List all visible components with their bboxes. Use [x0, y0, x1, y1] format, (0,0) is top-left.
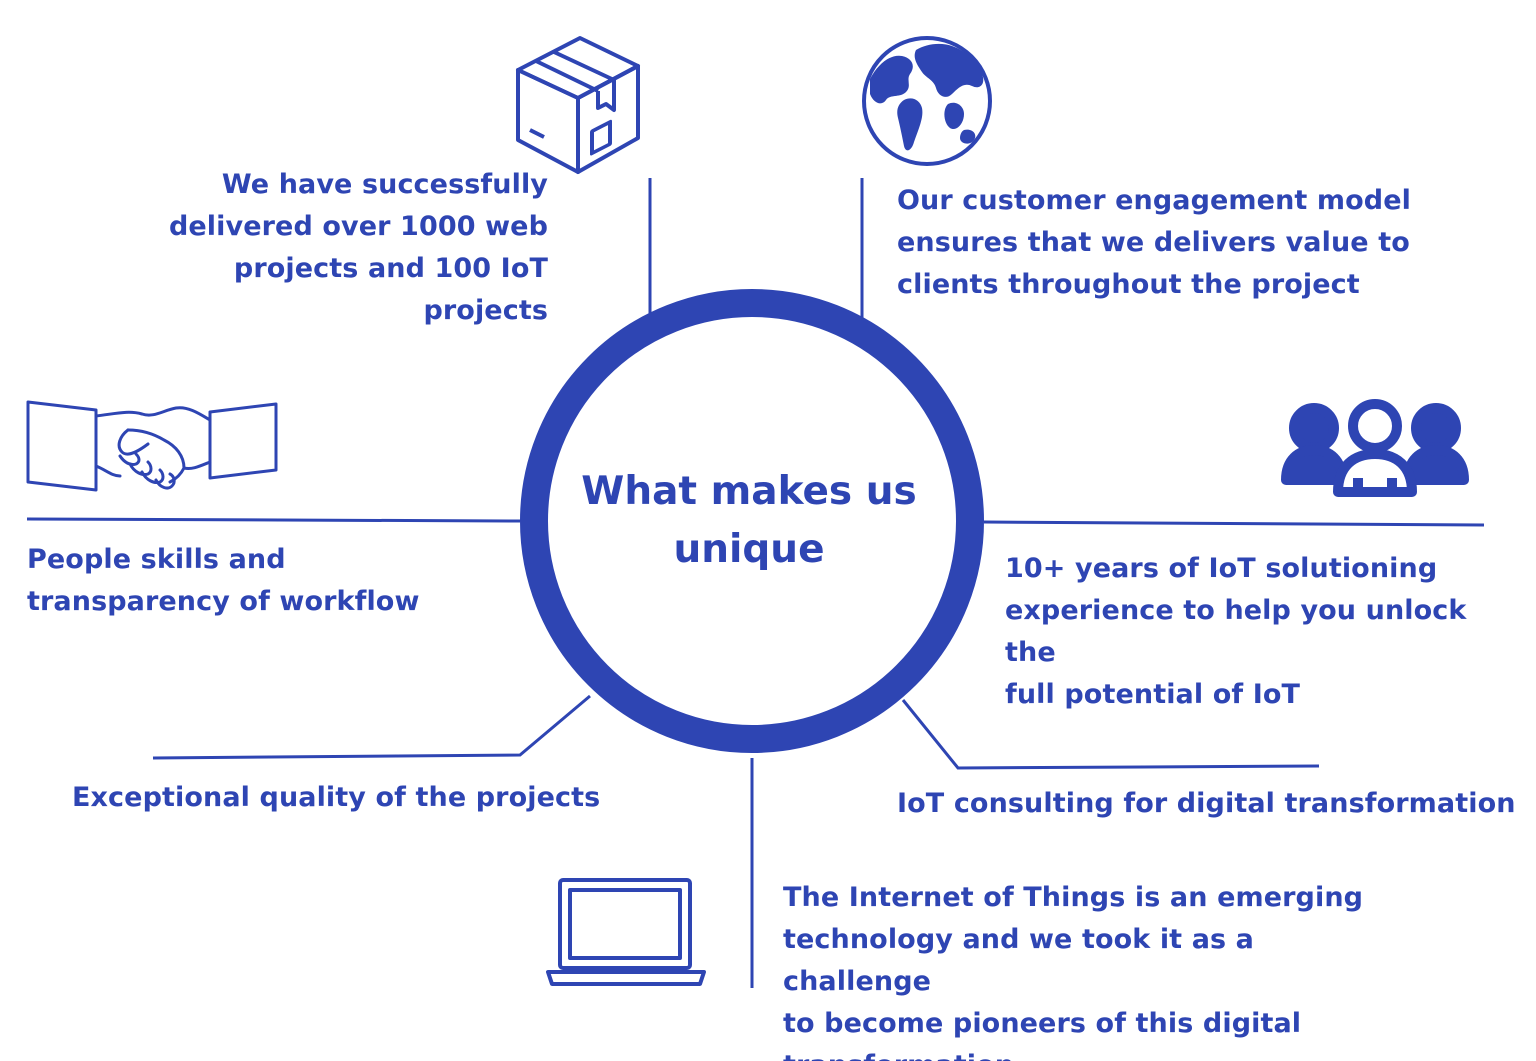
connector-right — [983, 520, 1485, 527]
laptop-icon — [546, 878, 706, 986]
center-ring — [520, 289, 984, 753]
feature-quality-text: Exceptional quality of the projects — [72, 782, 601, 813]
feature-engagement-text: Our customer engagement model ensures th… — [897, 185, 1411, 300]
package-box-icon — [516, 36, 640, 174]
feature-delivered-text: We have successfully delivered over 1000… — [168, 169, 548, 326]
feature-consulting-text: IoT consulting for digital transformatio… — [897, 788, 1516, 819]
team-people-icon — [1281, 399, 1469, 497]
feature-pioneers-text: The Internet of Things is an emerging te… — [783, 882, 1364, 1061]
feature-experience-text: 10+ years of IoT solutioning experience … — [1005, 553, 1467, 710]
connector-bottom-left — [152, 694, 591, 760]
handshake-icon — [26, 400, 278, 492]
connector-bottom-right — [901, 699, 1320, 770]
globe-icon — [862, 36, 992, 166]
center-title: What makes us unique — [581, 469, 917, 572]
feature-people-skills-text: People skills and transparency of workfl… — [27, 544, 420, 617]
connector-left — [26, 517, 521, 523]
